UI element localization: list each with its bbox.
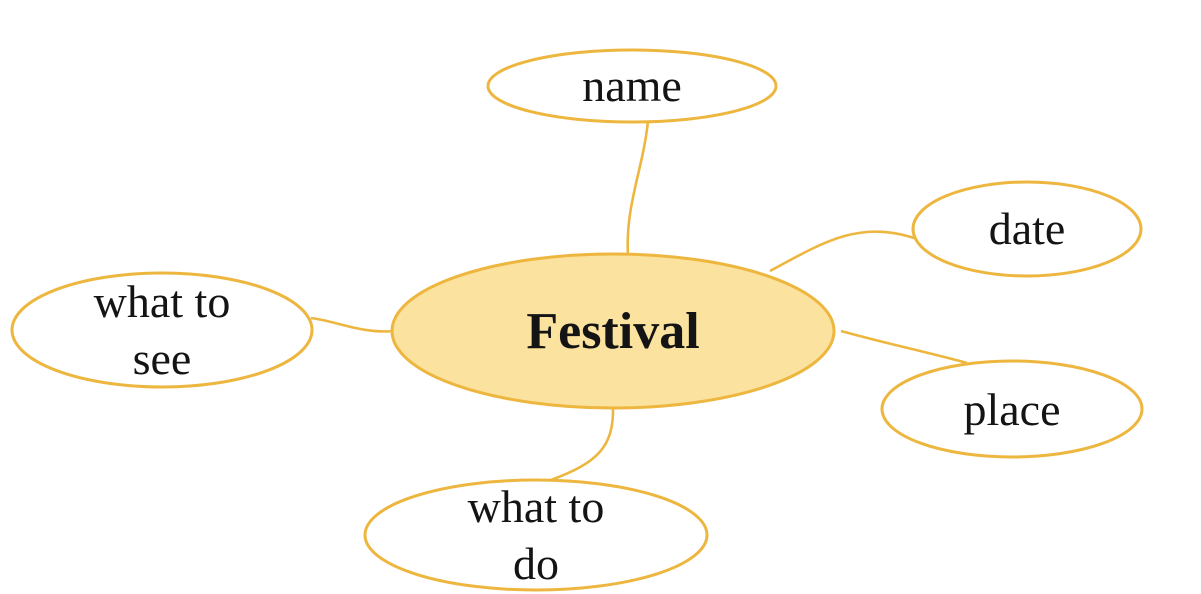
connector-center-to-what-to-see xyxy=(310,316,395,333)
branch-node-ellipse-what-to-see xyxy=(10,271,314,389)
connector-center-to-date xyxy=(769,230,915,273)
branch-node-ellipse-name xyxy=(486,48,778,124)
connector-center-to-what-to-do xyxy=(550,406,615,482)
branch-node-ellipse-what-to-do xyxy=(363,478,709,592)
branch-node-ellipse-place xyxy=(880,359,1144,459)
connector-center-to-name xyxy=(626,120,650,257)
center-node-ellipse-festival xyxy=(390,252,836,410)
branch-node-ellipse-date xyxy=(911,180,1143,278)
connector-center-to-place xyxy=(840,329,968,365)
